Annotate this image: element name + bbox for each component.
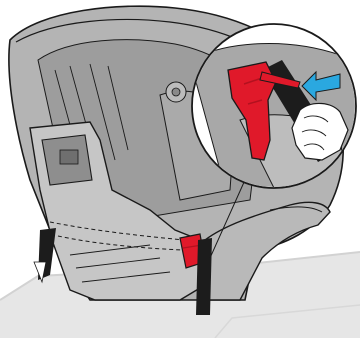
left-belt-tab bbox=[33, 261, 47, 284]
base-window-latch bbox=[59, 149, 79, 165]
seat-front-rest bbox=[204, 201, 331, 301]
front-rest-rim bbox=[269, 206, 323, 213]
zoomed-clip-pin bbox=[259, 71, 301, 89]
base-ribs bbox=[69, 244, 171, 283]
magnifier-pointer bbox=[209, 179, 246, 259]
push-arrow-icon bbox=[301, 70, 341, 102]
zoomed-lock-clip bbox=[227, 61, 277, 161]
seat-knob-center bbox=[171, 87, 181, 97]
zoomed-clip-grooves bbox=[243, 77, 263, 105]
magnifier-detail bbox=[191, 23, 357, 189]
left-belt-strap bbox=[33, 228, 56, 284]
vertical-belt-strap bbox=[196, 238, 212, 315]
vehicle-seat-seam bbox=[214, 304, 360, 338]
hand-fingers bbox=[301, 115, 329, 151]
front-rest-shell bbox=[204, 201, 331, 301]
belt-route-dashed bbox=[49, 221, 186, 241]
